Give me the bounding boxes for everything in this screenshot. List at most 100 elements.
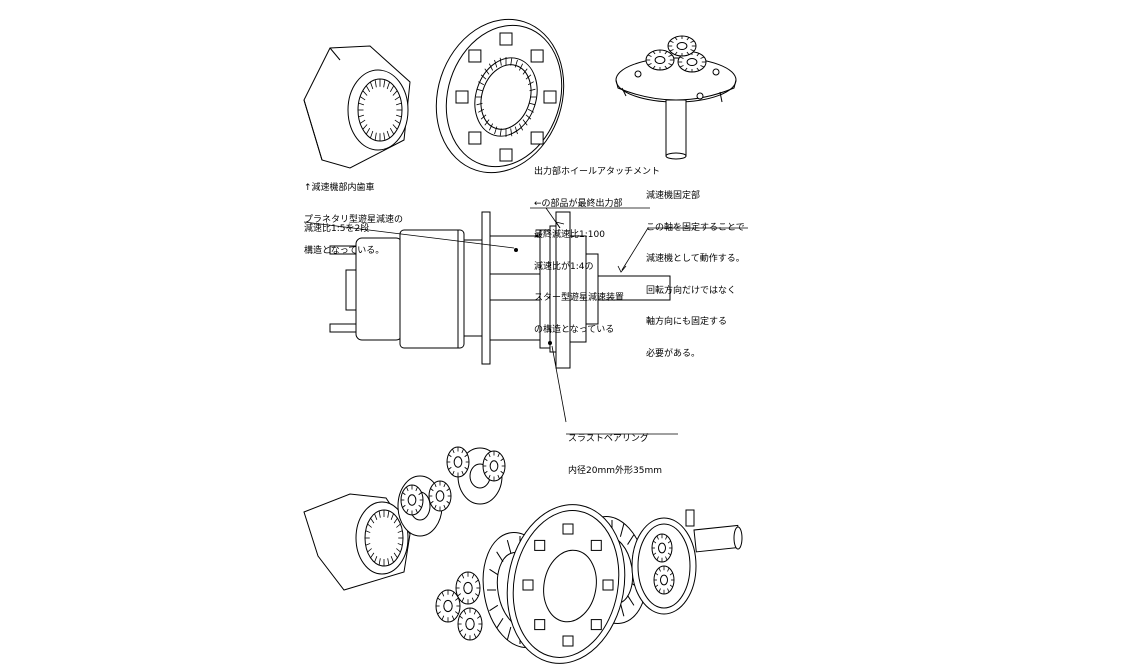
gear-tooth [378, 510, 381, 518]
disk-window [499, 148, 513, 162]
disk-window [562, 635, 574, 647]
gear-tooth [514, 126, 518, 135]
gear-tooth [647, 54, 652, 57]
disk-window [543, 90, 557, 104]
gear-tooth [656, 535, 659, 540]
gear-tooth [684, 67, 688, 71]
annotation-line: 減速比1:5を2段 [304, 224, 370, 234]
annotation-line: 最終減速比1:100 [534, 230, 605, 240]
gear-tooth [434, 504, 437, 510]
gear-tooth [669, 49, 674, 52]
disk-window [499, 32, 513, 46]
bearing-roller [506, 626, 512, 641]
gear-tooth [494, 59, 498, 68]
annotation-line: ←の部品が最終出力部 [534, 198, 623, 209]
gear-tooth [392, 90, 398, 96]
gear-hub [463, 581, 473, 595]
gear-tooth [668, 54, 673, 57]
gear-tooth [656, 556, 659, 561]
gear-tooth [396, 548, 401, 553]
gear-tooth [430, 500, 434, 504]
gear-tooth [525, 114, 532, 120]
gear-tooth [461, 573, 465, 579]
disk-window [590, 619, 602, 631]
gear-hub [686, 58, 698, 66]
gear-tooth [441, 615, 445, 621]
gear-tooth [477, 629, 481, 633]
gear-tooth [393, 552, 398, 559]
gear-tooth [383, 79, 386, 88]
gear-tooth [674, 51, 678, 55]
gear-tooth [461, 448, 464, 454]
gear-hub [465, 617, 475, 631]
gear-tooth [669, 40, 674, 43]
annotation-line: の構造となっている [534, 324, 615, 335]
gear-tooth [359, 119, 366, 124]
gear-tooth [359, 96, 366, 101]
annotation-line: スラストベアリング [568, 434, 649, 444]
gear-tooth [480, 74, 487, 80]
gear-tooth [518, 63, 524, 71]
gear-tooth [473, 609, 477, 615]
gear-tooth [455, 597, 459, 601]
gear-tooth [484, 470, 488, 474]
gear-tooth [664, 65, 668, 69]
annotation-line: プラネタリ型遊星減速の [304, 214, 404, 225]
bearing-roller [627, 534, 635, 545]
annotation-line: 必要がある。 [646, 348, 701, 359]
gear-tooth [418, 504, 422, 508]
gear-tooth [378, 558, 381, 566]
disk-window [602, 579, 614, 591]
annotation-reduction-ratio: 減速比1:5を2段 [304, 203, 369, 245]
gear-tooth [529, 88, 536, 92]
annotation-line: ↑減速機部内歯車 [304, 183, 375, 193]
gear-tooth [679, 65, 684, 68]
annotation-fixed-part: 減速機固定部 この軸を固定することで 減速機として動作する。 回転方向だけではな… [646, 170, 745, 370]
ring-gear-disk [435, 18, 565, 174]
gear-tooth [455, 611, 459, 615]
gear-tooth [374, 556, 378, 563]
gear-tooth [415, 486, 418, 492]
gear-tooth [397, 543, 403, 546]
gear-tooth [500, 470, 504, 474]
gear-hub [443, 599, 453, 613]
gear-tooth [475, 579, 479, 583]
gear-tooth [459, 615, 463, 619]
gear-hub [489, 460, 499, 472]
disk-window [530, 49, 544, 63]
gear-tooth [434, 482, 437, 488]
gear-tooth [514, 59, 518, 68]
gear-tooth [679, 56, 684, 59]
annotation-line: 構造となっている。 [304, 246, 385, 256]
gear-tooth [397, 530, 403, 533]
gear-tooth [499, 128, 502, 137]
disk-window [522, 579, 534, 591]
gear-tooth [488, 63, 494, 71]
bearing-roller [489, 568, 499, 576]
gear-tooth [362, 124, 368, 130]
annotation-output: 出力部ホイールアタッチメント ←の部品が最終出力部 最終減速比1:100 減速比… [534, 146, 660, 346]
gear-tooth [461, 470, 464, 476]
gear-tooth [665, 556, 668, 561]
gear-tooth [522, 119, 528, 126]
gear-tooth [471, 597, 475, 603]
gear-tooth [667, 540, 671, 544]
disk-window [562, 523, 574, 535]
gear-tooth [667, 588, 670, 593]
gear-tooth [386, 130, 390, 139]
gear-tooth [389, 85, 395, 93]
bearing-roller [619, 523, 625, 537]
gear-tooth [446, 500, 450, 504]
gear-tooth [477, 615, 481, 619]
annotation-thrust-bearing: スラストベアリング 内径20mm外形35mm [568, 413, 662, 487]
gear-tooth [686, 51, 690, 55]
gear-tooth [386, 81, 390, 90]
gear-tooth [527, 108, 534, 113]
gear-tooth [484, 119, 490, 126]
gear-tooth [463, 633, 467, 639]
gear-tooth [457, 579, 461, 583]
gear-tooth [370, 81, 374, 90]
gear-tooth [497, 474, 500, 480]
